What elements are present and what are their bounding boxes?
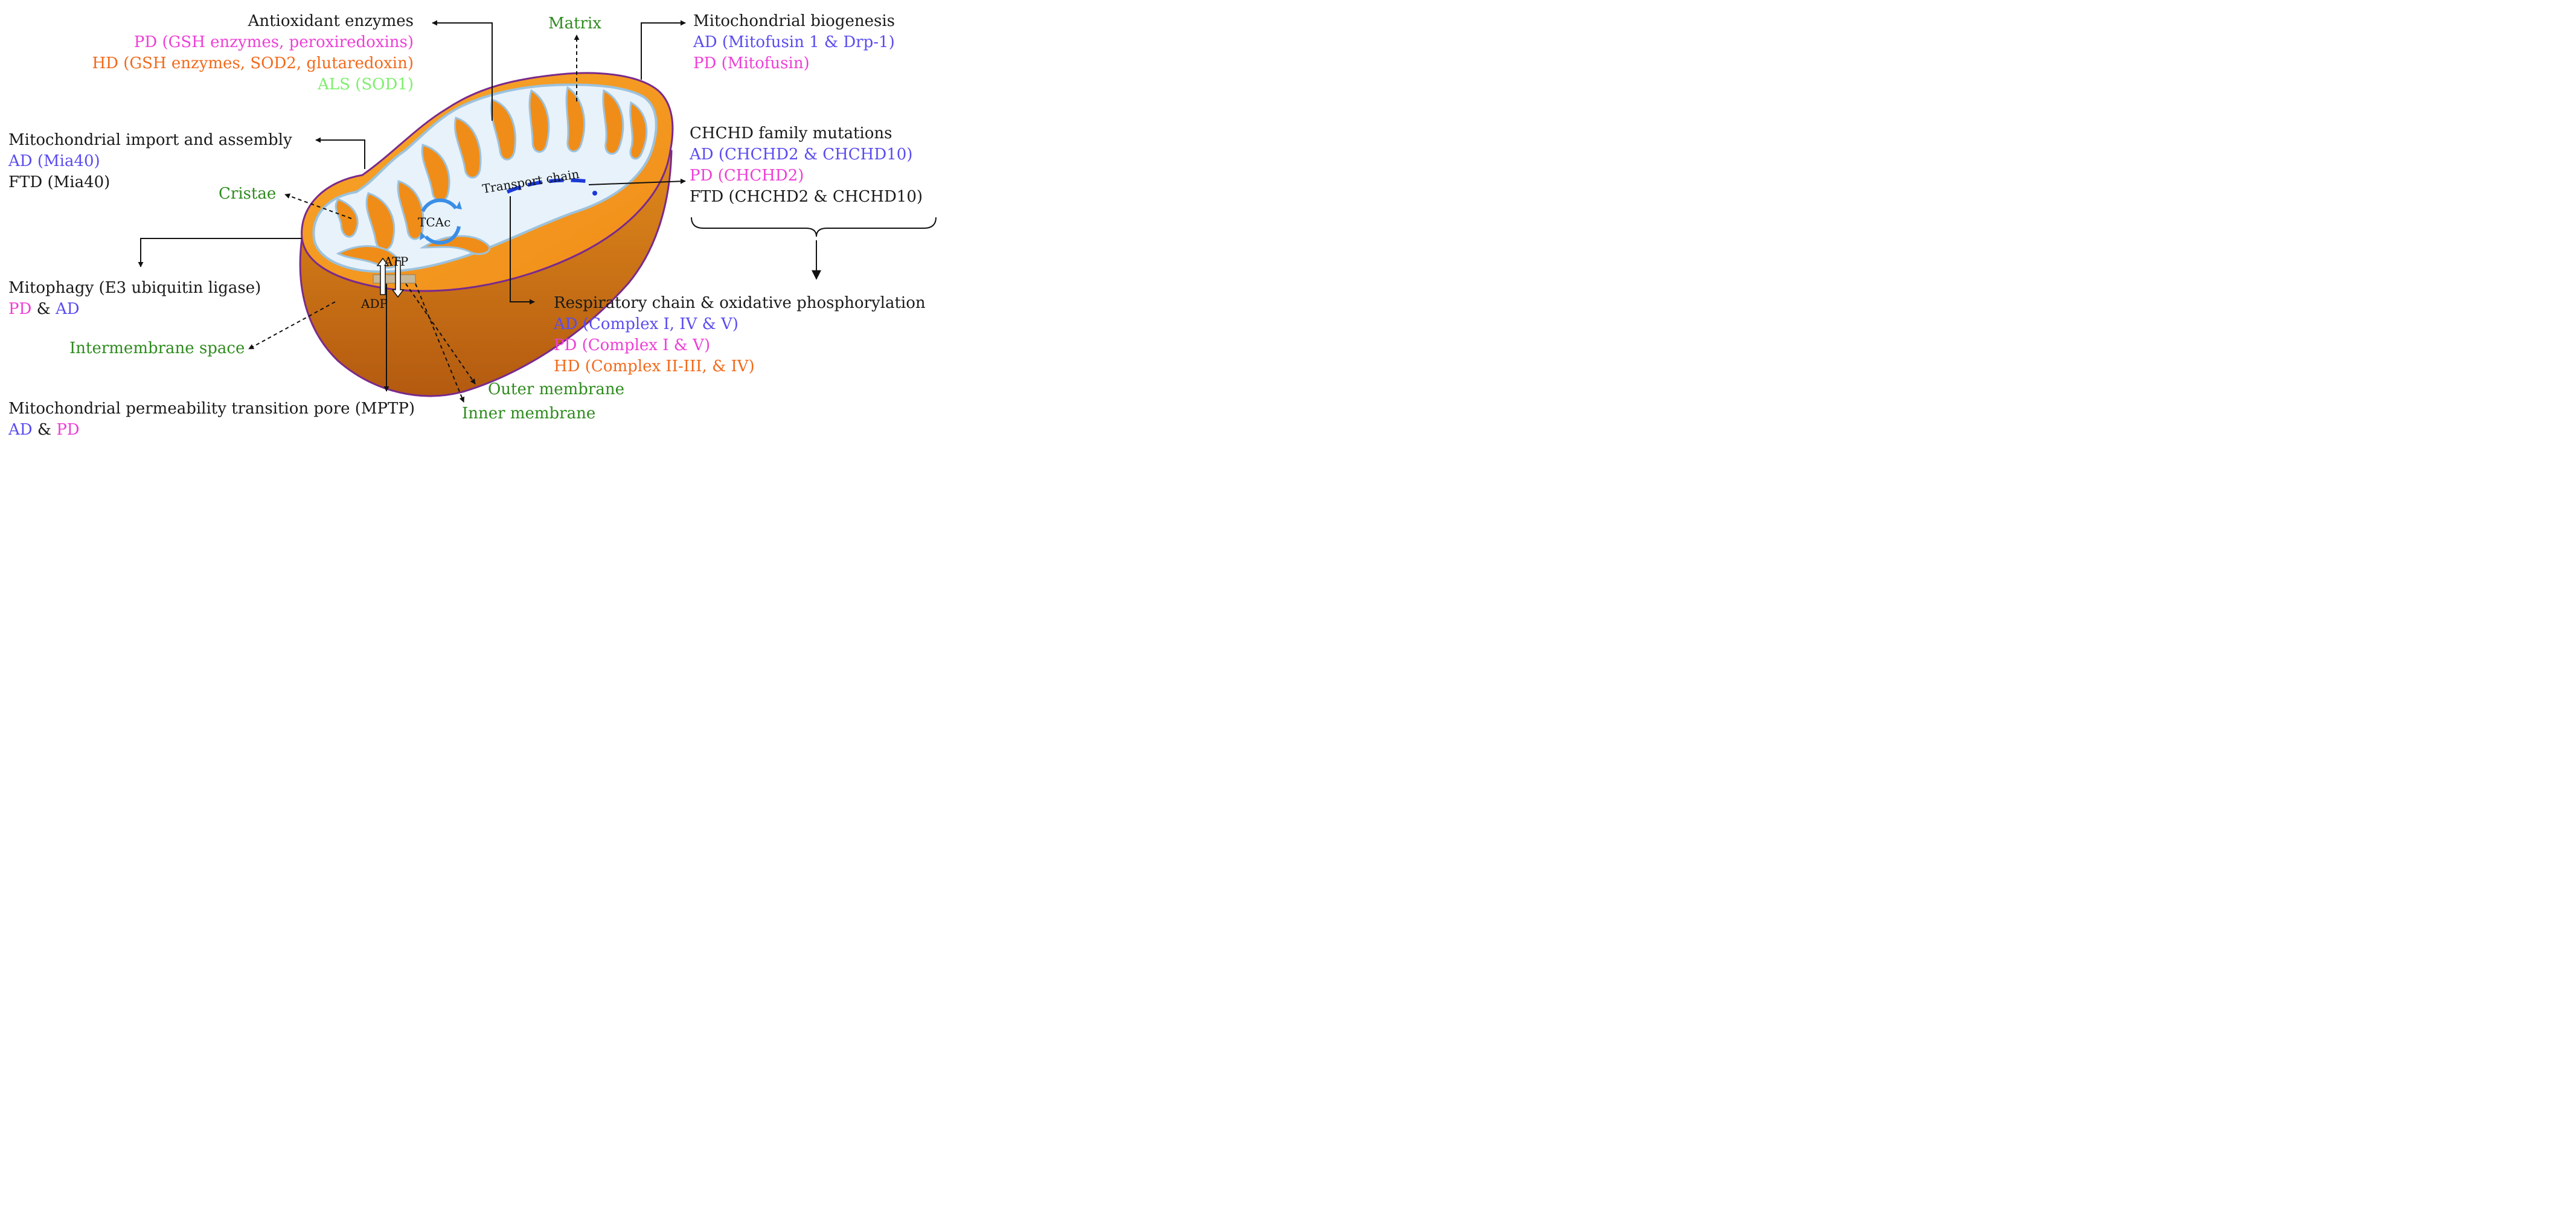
mptp-pd: PD xyxy=(56,421,80,439)
atp-synthase xyxy=(373,274,416,284)
transport-chain-line xyxy=(506,178,586,194)
mitophagy-pd: PD xyxy=(8,300,32,318)
cristae-folds xyxy=(335,86,648,269)
biogenesis-pd: PD (Mitofusin) xyxy=(693,54,810,72)
import-ftd: FTD (Mia40) xyxy=(8,173,111,191)
mitophagy-title: Mitophagy (E3 ubiquitin ligase) xyxy=(8,279,261,297)
mitophagy-amp: & xyxy=(31,300,56,318)
antioxidant-als: ALS (SOD1) xyxy=(318,75,414,94)
transport-chain-dot xyxy=(592,191,597,196)
mitophagy-diseases: PD & AD xyxy=(8,299,261,320)
mitophagy-ad: AD xyxy=(56,300,80,318)
outer-membrane-label: Outer membrane xyxy=(488,380,624,398)
biogenesis-ad: AD (Mitofusin 1 & Drp-1) xyxy=(693,33,895,51)
mptp-diseases: AD & PD xyxy=(8,420,415,441)
respiratory-block: Respiratory chain & oxidative phosphoryl… xyxy=(554,293,926,377)
mptp-ad: AD xyxy=(8,421,33,439)
connector-lines xyxy=(138,20,937,392)
adp-label: ADP xyxy=(360,296,388,311)
import-ad: AD (Mia40) xyxy=(8,152,100,170)
inner-membrane-label: Inner membrane xyxy=(462,404,596,423)
antioxidant-hd: HD (GSH enzymes, SOD2, glutaredoxin) xyxy=(92,54,414,72)
tca-cycle-icon xyxy=(421,198,461,245)
respiratory-hd: HD (Complex II-III, & IV) xyxy=(554,357,755,375)
atp-adp-arrows xyxy=(376,257,405,298)
respiratory-pd: PD (Complex I & V) xyxy=(554,336,711,354)
mptp-block: Mitochondrial permeability transition po… xyxy=(8,398,415,441)
mptp-amp: & xyxy=(32,421,57,439)
antioxidant-block: Antioxidant enzymes PD (GSH enzymes, per… xyxy=(92,11,414,95)
chchd-pd: PD (CHCHD2) xyxy=(690,167,804,185)
diagram-artwork: Transport chain TCAc ATP ADP xyxy=(138,20,937,403)
chchd-ad: AD (CHCHD2 & CHCHD10) xyxy=(690,145,913,164)
dashed-connectors xyxy=(248,34,580,403)
respiratory-ad: AD (Complex I, IV & V) xyxy=(554,315,739,333)
import-title: Mitochondrial import and assembly xyxy=(8,131,292,149)
cristae-label: Cristae xyxy=(219,185,277,203)
tca-label: TCAc xyxy=(418,215,450,229)
antioxidant-pd: PD (GSH enzymes, peroxiredoxins) xyxy=(133,33,414,51)
mitophagy-block: Mitophagy (E3 ubiquitin ligase) PD & AD xyxy=(8,278,261,320)
chchd-ftd: FTD (CHCHD2 & CHCHD10) xyxy=(690,188,923,206)
biogenesis-block: Mitochondrial biogenesis AD (Mitofusin 1… xyxy=(693,11,895,74)
chchd-block: CHCHD family mutations AD (CHCHD2 & CHCH… xyxy=(690,123,923,208)
biogenesis-title: Mitochondrial biogenesis xyxy=(693,12,895,30)
mptp-title: Mitochondrial permeability transition po… xyxy=(8,400,415,418)
mitochondria-diagram: Transport chain TCAc ATP ADP Antioxidant… xyxy=(0,0,947,445)
chchd-title: CHCHD family mutations xyxy=(690,124,892,142)
intermembrane-label: Intermembrane space xyxy=(69,339,245,357)
respiratory-title: Respiratory chain & oxidative phosphoryl… xyxy=(554,294,926,312)
atp-label: ATP xyxy=(383,254,408,269)
import-block: Mitochondrial import and assembly AD (Mi… xyxy=(8,130,292,193)
antioxidant-title: Antioxidant enzymes xyxy=(248,12,414,30)
matrix-label: Matrix xyxy=(548,14,601,33)
